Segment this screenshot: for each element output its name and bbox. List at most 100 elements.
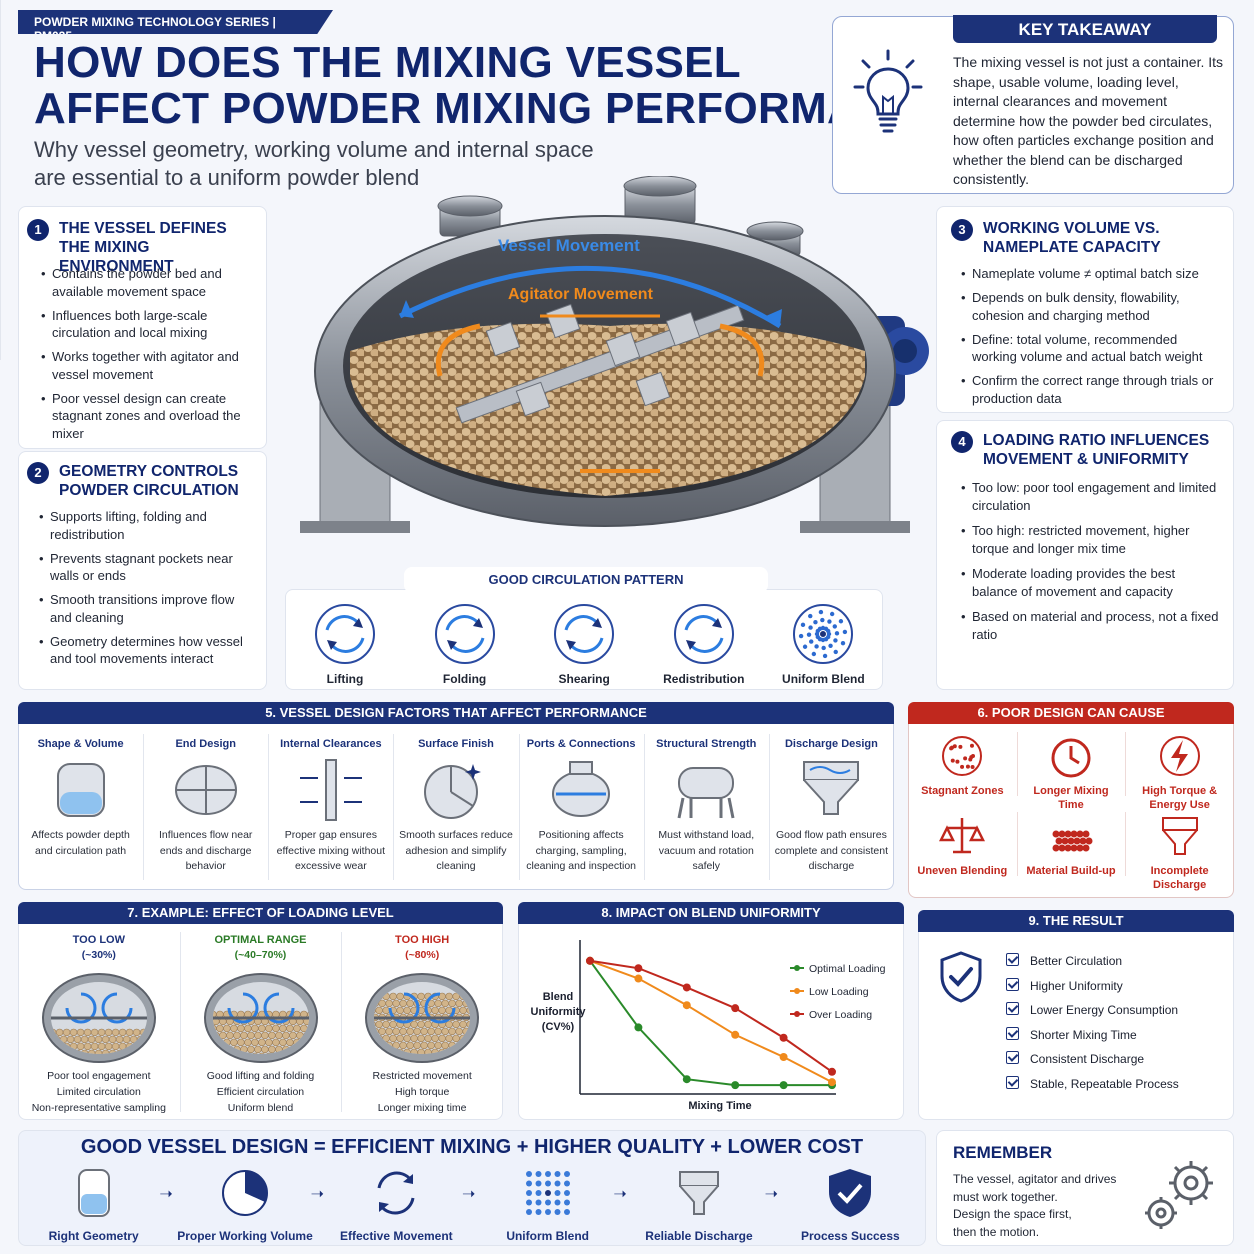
list-item: Too high: restricted movement, higher to…	[961, 522, 1223, 557]
remember-line-3: Design the space first,	[953, 1207, 1072, 1221]
agitator-arrow-left	[435, 323, 481, 377]
list-item: Based on material and process, not a fix…	[961, 608, 1223, 643]
section-3-list: Nameplate volume ≠ optimal batch size De…	[961, 265, 1223, 414]
section-4-title-line-2: MOVEMENT & UNIFORMITY	[983, 451, 1189, 468]
chart-y-label: Blend Uniformity (CV%)	[530, 991, 586, 1033]
section-1-number: 1	[27, 219, 49, 241]
list-item: Influences both large-scale circulation …	[41, 307, 241, 342]
data-point	[634, 974, 643, 983]
loading-level-range: (~80%)	[405, 949, 440, 961]
divider	[1016, 812, 1018, 876]
divider	[341, 932, 343, 1112]
subtitle-line-1: Why vessel geometry, working volume and …	[34, 137, 594, 162]
remember-line-4: then the motion.	[953, 1224, 1040, 1239]
design-factor-description: Good flow path ensures complete and cons…	[774, 829, 889, 872]
list-item: Smooth transitions improve flow and clea…	[39, 591, 249, 626]
list-item: Poor vessel design can create stagnant z…	[41, 390, 241, 443]
design-factor-title: Ports & Connections	[526, 738, 636, 750]
vessel-movement-arrow	[398, 265, 782, 329]
flow-step-label: Effective Movement	[339, 1229, 453, 1243]
section-2-title-line-1: GEOMETRY CONTROLS	[59, 463, 239, 480]
dot-grid-icon	[525, 1171, 570, 1215]
result-item: Better Circulation	[1006, 953, 1226, 968]
result-text: Shorter Mixing Time	[1030, 1027, 1137, 1042]
loading-level-note: Efficient circulation	[216, 1086, 305, 1098]
list-item: Works together with agitator and vessel …	[41, 348, 241, 383]
poor-design-label: Material Build-up	[1026, 865, 1116, 877]
divider	[0, 0, 1, 90]
design-factor-description: Proper gap ensures effective mixing with…	[276, 829, 386, 872]
arrow-right-icon: ➝	[613, 1186, 627, 1203]
section-2-card: 2 GEOMETRY CONTROLS POWDER CIRCULATION S…	[18, 451, 267, 690]
list-item: Prevents stagnant pockets near walls or …	[39, 550, 249, 585]
tank-icon	[56, 763, 105, 817]
poor-design-label: Uneven Blending	[917, 865, 1008, 877]
checkbox-icon	[1006, 977, 1019, 991]
poor-design-label: High Torque & Energy Use	[1142, 785, 1218, 811]
list-item: Contains the powder bed and available mo…	[41, 265, 241, 300]
vessel-movement-arrowhead-left	[400, 300, 414, 318]
data-point	[779, 1053, 788, 1061]
loading-level-note: Restricted movement	[372, 1070, 472, 1082]
data-point	[586, 956, 594, 965]
divider	[643, 734, 645, 880]
stagnant-zones-icon	[942, 736, 983, 776]
circulation-label: Shearing	[558, 672, 610, 686]
shearing-icon	[554, 604, 615, 664]
clearance-icon	[299, 759, 362, 821]
circulation-label: Uniform Blend	[782, 672, 865, 686]
vessel-movement-arrowhead-right	[766, 309, 782, 326]
design-factor-title: Structural Strength	[656, 738, 757, 750]
section-3-title: WORKING VOLUME VS. NAMEPLATE CAPACITY	[983, 219, 1161, 257]
design-factor-description: Positioning affects charging, sampling, …	[526, 829, 636, 872]
redistribution-icon	[673, 604, 734, 664]
shield-check-icon	[829, 1169, 872, 1217]
gears-icon	[1145, 1161, 1213, 1229]
remember-line-2: must work together.	[953, 1189, 1058, 1204]
flow-step-label: Right Geometry	[48, 1229, 139, 1243]
title-line-1: HOW DOES THE MIXING VESSEL	[34, 38, 741, 87]
divider	[768, 734, 770, 880]
section-4-number: 4	[951, 431, 973, 453]
list-item: Too low: poor tool engagement and limite…	[961, 479, 1223, 514]
data-point	[634, 1023, 643, 1032]
flow-step-label: Uniform Blend	[506, 1229, 589, 1243]
circulation-pattern-title: GOOD CIRCULATION PATTERN	[404, 567, 768, 593]
poor-design-label: Longer Mixing Time	[1033, 785, 1109, 811]
series-line	[589, 960, 832, 1087]
result-text: Higher Uniformity	[1030, 978, 1123, 993]
data-point	[779, 1033, 788, 1042]
arrow-right-icon: ➝	[462, 1186, 476, 1203]
checkbox-icon	[1006, 1026, 1019, 1040]
circulation-label: Folding	[442, 672, 487, 686]
checkbox-icon	[1006, 1051, 1019, 1064]
lifting-icon	[315, 604, 375, 664]
divider	[1016, 732, 1018, 796]
shield-check-icon	[940, 951, 982, 1003]
design-factor-title: Discharge Design	[784, 738, 878, 750]
chart-title: 8. IMPACT ON BLEND UNIFORMITY	[518, 902, 904, 924]
design-factor-description: Must withstand load, vacuum and rotation…	[658, 829, 755, 872]
section-4-card: 4 LOADING RATIO INFLUENCES MOVEMENT & UN…	[936, 420, 1234, 690]
left-base	[300, 521, 410, 533]
section-1-title-line-1: THE VESSEL DEFINES	[59, 220, 227, 237]
vessel-movement-label: Vessel Movement	[498, 236, 640, 255]
material-buildup-icon	[1052, 830, 1093, 852]
design-factor-title: Shape & Volume	[37, 738, 124, 750]
poor-design-label: Incomplete Discharge	[1150, 865, 1209, 891]
loading-level-note: Limited circulation	[56, 1086, 141, 1098]
loading-level-note: Uniform blend	[227, 1102, 294, 1114]
list-item: Depends on bulk density, flowability, co…	[961, 289, 1223, 324]
list-item: Nameplate volume ≠ optimal batch size	[961, 265, 1223, 283]
clock-icon	[1051, 738, 1091, 778]
data-point	[828, 1078, 836, 1087]
list-item: Confirm the correct range through trials…	[961, 372, 1223, 407]
key-takeaway-text: The mixing vessel is not just a containe…	[953, 54, 1224, 187]
series-ribbon: POWDER MIXING TECHNOLOGY SERIES | PM025	[18, 10, 333, 34]
